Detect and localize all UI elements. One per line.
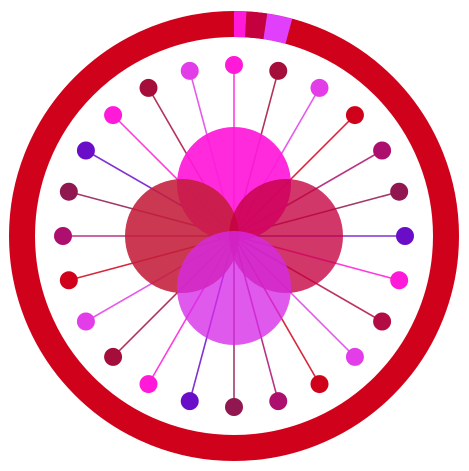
node-15 — [104, 347, 123, 366]
node-10 — [310, 375, 329, 394]
node-12 — [225, 398, 243, 416]
node-4 — [373, 141, 392, 160]
node-7 — [390, 271, 409, 290]
center-petals — [125, 127, 343, 345]
ring-segment-1 — [244, 11, 268, 40]
node-18 — [54, 227, 72, 245]
outer-ring — [9, 11, 459, 461]
node-2 — [310, 78, 329, 97]
node-14 — [139, 375, 158, 394]
node-22 — [139, 78, 158, 97]
node-11 — [269, 392, 288, 411]
node-13 — [180, 392, 199, 411]
node-16 — [76, 312, 95, 331]
node-8 — [373, 312, 392, 331]
node-6 — [396, 227, 414, 245]
outer-nodes — [54, 56, 414, 416]
ring-segment-2 — [263, 13, 293, 44]
node-3 — [345, 106, 364, 125]
node-21 — [104, 106, 123, 125]
node-19 — [59, 182, 78, 201]
node-1 — [269, 61, 288, 80]
node-0 — [225, 56, 243, 74]
node-23 — [180, 61, 199, 80]
node-5 — [390, 182, 409, 201]
node-17 — [59, 271, 78, 290]
node-9 — [345, 347, 364, 366]
node-20 — [76, 141, 95, 160]
petal-bottom — [177, 231, 291, 345]
